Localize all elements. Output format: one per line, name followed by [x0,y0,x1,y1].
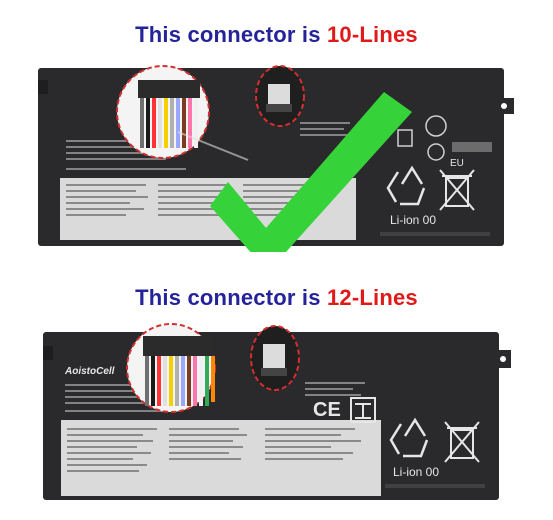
brand-logo: AoistoCell [64,366,115,377]
label-fine-print [67,428,361,472]
eu-marking: EU [450,158,464,169]
recycle-icon [389,417,429,458]
connector-wires-12 [143,336,215,406]
battery-photo-10-lines: Li-ion 00 EU [38,65,514,252]
crossed-bin-icon [444,421,480,463]
li-ion-marking: Li-ion 00 [393,465,439,479]
top-heading-highlight: 10-Lines [327,22,418,47]
checkmark-icon [210,92,412,252]
china-rohs-icon [350,397,376,423]
ce-mark-icon: CE [313,399,341,421]
bottom-heading-prefix: This connector is [135,285,327,310]
bottom-heading: This connector is 12-Lines [0,285,553,311]
crossed-bin-icon [439,169,475,211]
bottom-heading-highlight: 12-Lines [327,285,418,310]
li-ion-marking: Li-ion 00 [390,213,436,227]
connector-wires-10 [138,80,200,148]
top-heading-prefix: This connector is [135,22,327,47]
recycle-icon [386,165,426,206]
top-heading: This connector is 10-Lines [0,22,553,48]
battery-photo-12-lines: AoistoCell CE Li-ion 00 [43,323,511,500]
